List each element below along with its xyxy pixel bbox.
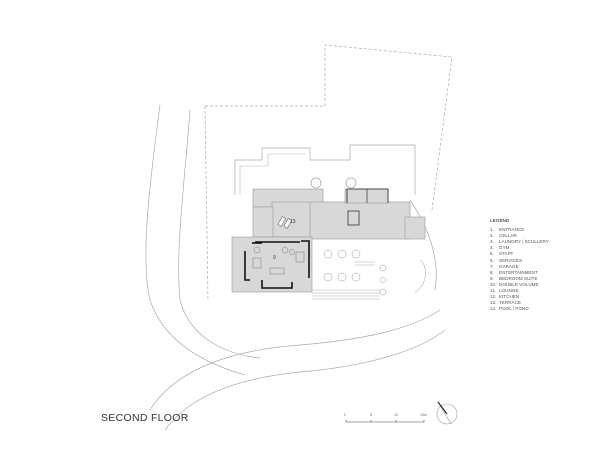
scale-tick-label: 0 [344, 413, 346, 417]
legend-item-label: SERVICES [499, 257, 523, 263]
road-edge [178, 109, 261, 359]
legend-item-number: 12. [490, 294, 497, 300]
legend-item: 8. ENTERTAINMENT [490, 270, 549, 276]
legend-item: 4. GYM [490, 245, 549, 251]
legend-item-number: 14. [490, 306, 497, 312]
legend-item-label: GYM [499, 245, 510, 251]
legend-item-number: 11. [490, 288, 497, 294]
roof-blocks [231, 188, 426, 293]
legend-item-label: TERRACE [499, 300, 521, 306]
legend-item-label: ENTRANCE [499, 227, 525, 233]
lounger-icon [277, 216, 293, 229]
road-edge [164, 329, 446, 431]
scale-bar [345, 420, 425, 423]
legend-item-label: LAUNDRY / SCULLERY [499, 239, 549, 245]
legend-item-number: 13. [490, 300, 497, 306]
legend-item: 14.POOL / POND [490, 306, 549, 312]
tree-icon [310, 177, 357, 189]
legend-item-label: POOL / POND [499, 306, 529, 312]
legend-item: 12.KITCHEN [490, 294, 549, 300]
legend-item: 11.LOUNGE [490, 288, 549, 294]
bedroom-suite-walls [244, 240, 310, 289]
upper-outline [239, 153, 305, 195]
legend-item-number: 6. [490, 257, 494, 263]
legend-item: 10.DOUBLE VOLUME [490, 282, 549, 288]
legend-item: 3. LAUNDRY / SCULLERY [490, 239, 549, 245]
outdoor-seating [323, 249, 426, 296]
site-boundary [205, 44, 453, 211]
legend-item-number: 7. [490, 263, 494, 269]
legend-item-number: 5. [490, 251, 494, 257]
legend-item-label: GARAGE [499, 263, 519, 269]
legend-item-label: STAFF [499, 251, 514, 257]
road-edge [149, 309, 441, 411]
legend-item: 13.TERRACE [490, 300, 549, 306]
stair [346, 188, 389, 203]
legend-item-number: 4. [490, 245, 494, 251]
legend-item-number: 2. [490, 233, 494, 239]
legend-item-number: 1. [490, 227, 494, 233]
legend-item-label: KITCHEN [499, 294, 520, 300]
legend-item-number: 10. [490, 281, 497, 287]
floor-title: SECOND FLOOR [101, 412, 189, 424]
skylight [347, 210, 360, 226]
scale-tick-label: 5 [370, 413, 372, 417]
legend-item-number: 8. [490, 269, 494, 275]
north-arrow-icon [436, 401, 458, 425]
legend-item: 7. GARAGE [490, 264, 549, 270]
legend-title: LEGEND [490, 218, 510, 223]
legend-item-label: DOUBLE VOLUME [499, 281, 539, 287]
scale-tick-label: 15m [420, 413, 427, 417]
upper-outline [234, 144, 416, 195]
terrace-steps [312, 261, 380, 300]
legend-item-label: BEDROOM SUITE [499, 275, 538, 281]
road-edge [145, 104, 246, 376]
legend-item-label: LOUNGE [499, 288, 519, 294]
room-label-bedroom: 9 [273, 255, 276, 261]
road-edge [409, 199, 437, 291]
site-boundary-left [204, 105, 209, 301]
legend-item: 2. CELLAR [490, 233, 549, 239]
furniture [252, 246, 305, 275]
legend-item-label: CELLAR [499, 233, 517, 239]
legend-item-label: ENTERTAINMENT [499, 269, 538, 275]
legend-item: 5. STAFF [490, 251, 549, 257]
scale-tick-label: 10 [394, 413, 398, 417]
legend: LEGEND 1. ENTRANCE 2. CELLAR 3. LAUNDRY / SCU… [490, 218, 549, 312]
room-label-terrace: 13 [290, 219, 296, 225]
legend-item-number: 3. [490, 239, 494, 245]
legend-item: 9. BEDROOM SUITE [490, 276, 549, 282]
legend-item: 1. ENTRANCE [490, 227, 549, 233]
legend-item: 6. SERVICES [490, 258, 549, 264]
legend-item-number: 9. [490, 275, 494, 281]
